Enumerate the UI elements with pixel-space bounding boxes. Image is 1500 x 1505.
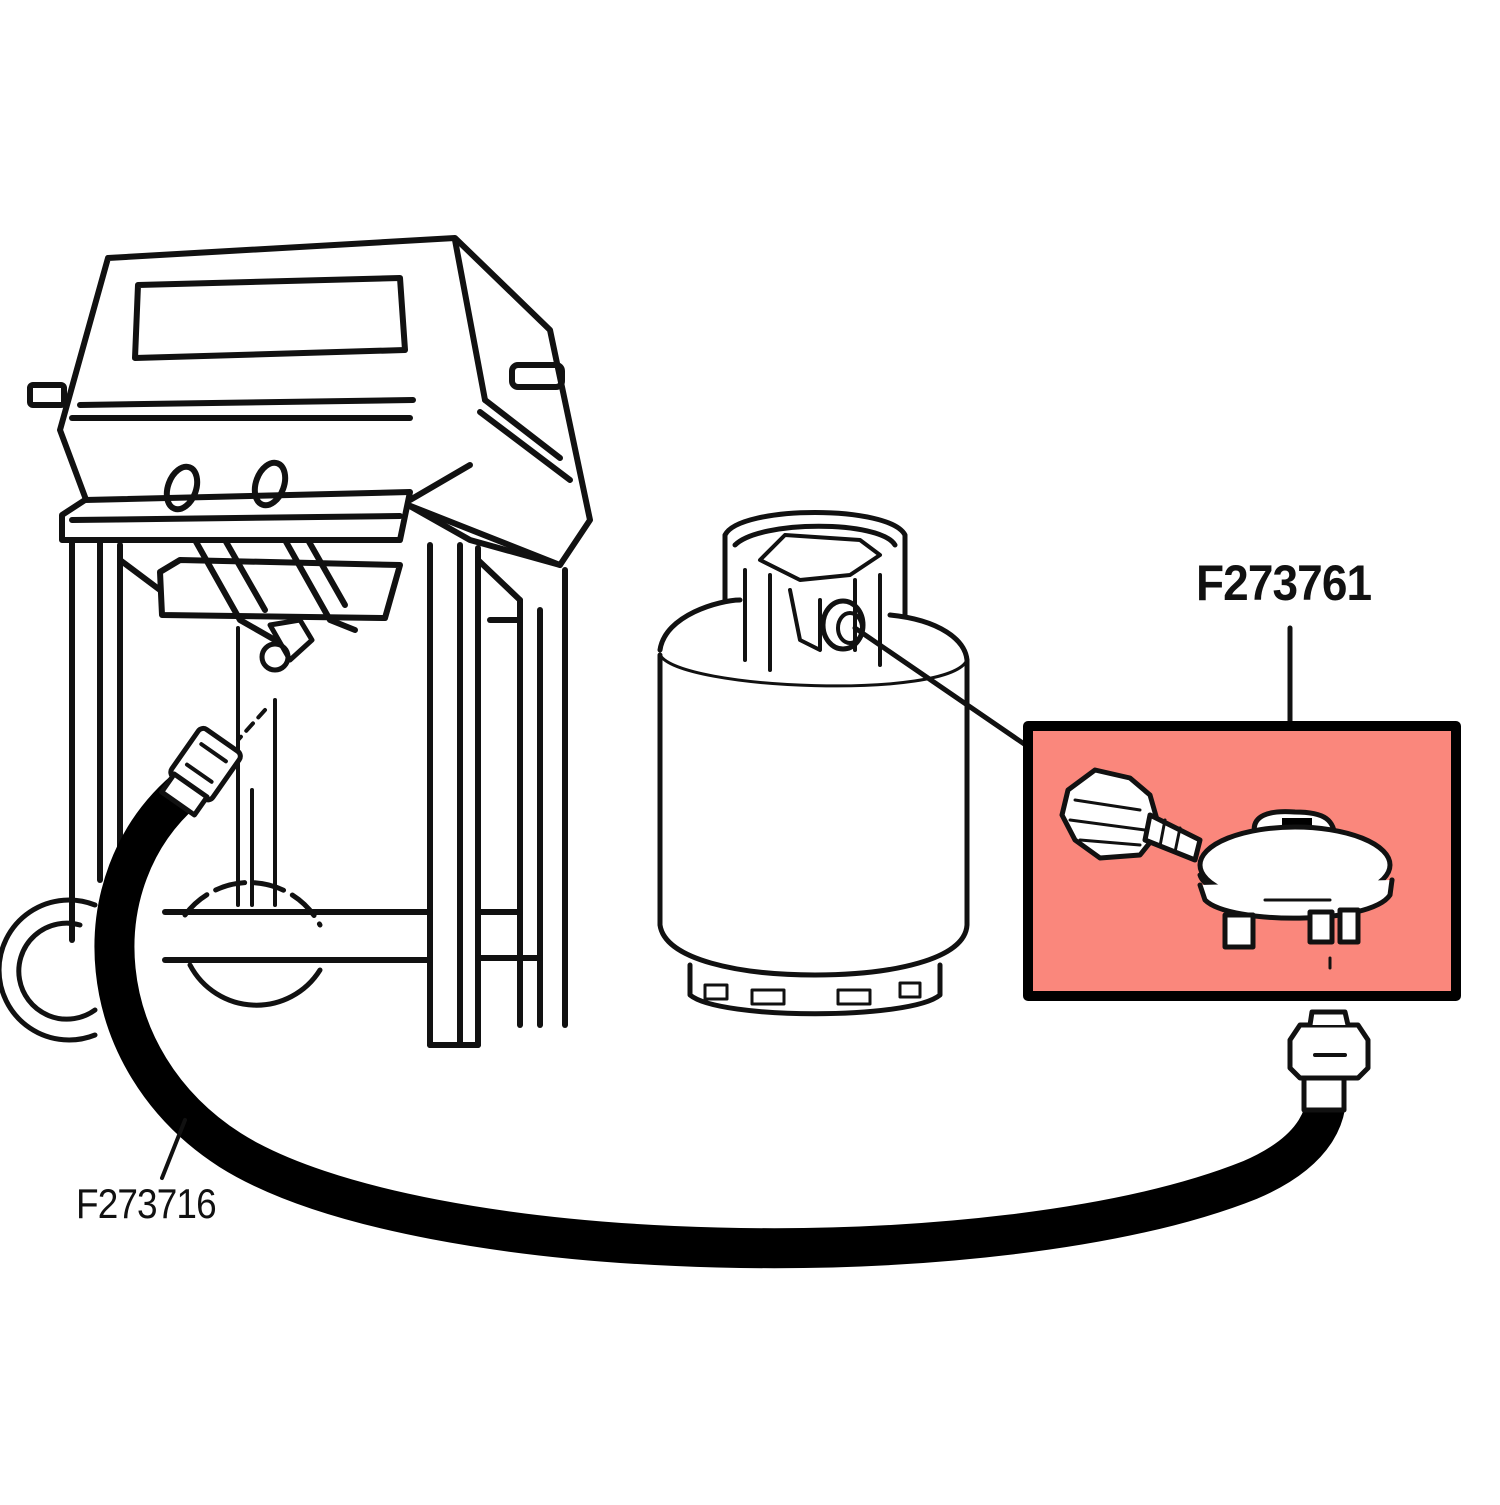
regulator-part-number-label: F273761 <box>1196 555 1372 611</box>
propane-tank-illustration <box>657 510 970 1017</box>
regulator-callout <box>852 625 1461 1001</box>
regulator-illustration <box>1059 767 1395 970</box>
hose-illustration <box>94 725 1371 1269</box>
grill-illustration <box>0 235 593 1048</box>
hose-part-number-label: F273716 <box>76 1180 217 1227</box>
